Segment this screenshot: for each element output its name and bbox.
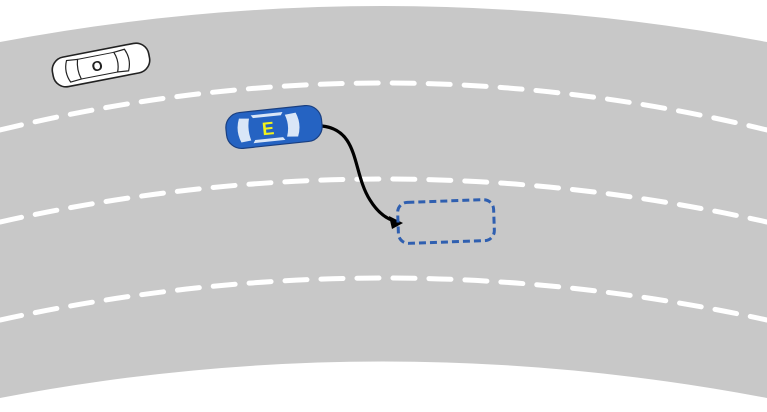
lane-marking-2 <box>0 176 767 225</box>
other-vehicle-label: O <box>90 57 104 75</box>
other-vehicle-windshield <box>112 48 131 73</box>
lane-marking-3 <box>0 275 767 323</box>
target-slot <box>396 198 496 245</box>
path-arrow-head <box>389 216 403 229</box>
ego-vehicle: E <box>225 104 323 150</box>
lane-marking-1 <box>0 80 767 133</box>
path-arrow-line <box>320 124 400 224</box>
road-surface <box>0 6 767 398</box>
lane-change-path <box>320 124 403 229</box>
ego-vehicle-windshield <box>284 112 300 137</box>
other-vehicle-roof-lines <box>77 51 118 80</box>
lane-markings <box>0 80 767 323</box>
ego-vehicle-side-windows <box>250 112 286 144</box>
ego-vehicle-label: E <box>261 118 275 139</box>
other-vehicle: O <box>51 42 151 88</box>
ego-vehicle-rear-window <box>237 118 252 143</box>
